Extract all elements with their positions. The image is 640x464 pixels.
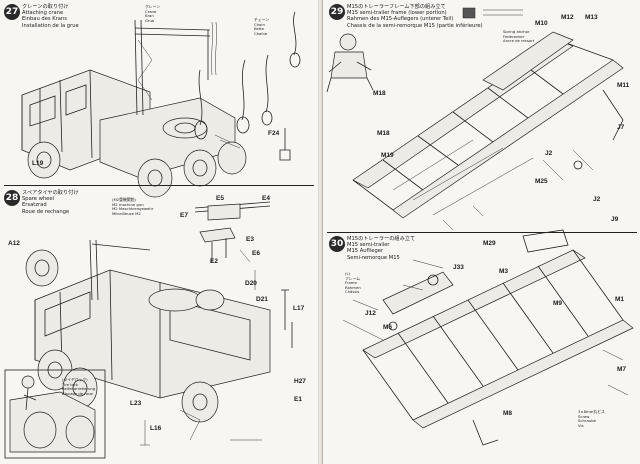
page-gutter bbox=[318, 0, 322, 464]
step-29-title: M15のトレーラーフレーム下部の組み立て M15 semi-trailer fr… bbox=[347, 4, 483, 29]
part-label-m10: M10 bbox=[535, 20, 548, 27]
part-label-d20: D20 bbox=[245, 280, 257, 287]
part-label-m19: M19 bbox=[381, 152, 394, 159]
trailer-frame-assembly-drawing bbox=[342, 229, 634, 446]
step-27-number: 27 bbox=[4, 4, 20, 20]
part-label-m7: M7 bbox=[617, 366, 627, 373]
part-label-m9: M9 bbox=[553, 300, 563, 307]
part-label-e7: E7 bbox=[180, 212, 188, 219]
frame-caption: (L) フレーム Frame Rahmen Châssis bbox=[345, 271, 361, 295]
part-label-m25: M25 bbox=[535, 178, 548, 185]
part-label-l19: L19 bbox=[32, 160, 44, 167]
part-label-l23: L23 bbox=[130, 400, 142, 407]
part-label-l16: L16 bbox=[150, 425, 162, 432]
part-label-e6: E6 bbox=[252, 250, 260, 257]
truck-crane-drawing bbox=[21, 11, 301, 198]
part-label-m8: M8 bbox=[503, 410, 513, 417]
part-label-m13: M13 bbox=[585, 14, 598, 21]
step-28-number: 28 bbox=[4, 190, 20, 206]
part-label-j2-b: J2 bbox=[593, 196, 601, 203]
part-label-e4: E4 bbox=[262, 195, 270, 202]
screw-caption: 3×8mm丸ビス Screw Schraube Vis bbox=[578, 409, 605, 428]
part-label-m1: M1 bbox=[615, 296, 625, 303]
part-label-j33: J33 bbox=[453, 264, 464, 271]
mg-caption: (M2重機関銃) M2 machine gun M2 Maschinengewe… bbox=[112, 197, 154, 216]
step-27-title: クレーンの取り付け Attaching crane Einbau des Kra… bbox=[22, 4, 79, 29]
part-label-e3: E3 bbox=[246, 236, 254, 243]
spring-anchor-caption: Spring anchor Federanker Ancre de ressor… bbox=[503, 29, 535, 44]
part-label-a12: A12 bbox=[8, 240, 20, 247]
chain-caption: チェーン Chain Kette Chaîne bbox=[254, 17, 269, 36]
step-divider bbox=[4, 185, 314, 186]
part-label-d21: D21 bbox=[256, 296, 268, 303]
truck-spare-wheel-drawing bbox=[4, 201, 293, 459]
right-page-drawings bbox=[326, 7, 634, 446]
step-28-title: スペアタイヤの取り付け Spare wheel Ersatzrad Roue d… bbox=[22, 190, 79, 215]
part-label-m18-b: M18 bbox=[377, 130, 390, 137]
left-page-drawings bbox=[4, 11, 301, 459]
part-label-m18-a: M18 bbox=[373, 90, 386, 97]
step-divider bbox=[327, 232, 637, 233]
part-label-m6: M6 bbox=[383, 324, 393, 331]
part-label-h27: H27 bbox=[294, 378, 306, 385]
part-label-m11: M11 bbox=[617, 82, 630, 89]
part-label-j12: J12 bbox=[365, 310, 376, 317]
step-29-number: 29 bbox=[329, 4, 345, 20]
part-label-m29: M29 bbox=[483, 240, 496, 247]
part-label-m3: M3 bbox=[499, 268, 509, 275]
part-label-j2-a: J2 bbox=[545, 150, 553, 157]
crane-caption: クレーン Crane Kran Grue bbox=[145, 4, 160, 23]
step-30-number: 30 bbox=[329, 236, 345, 252]
part-label-j7: J7 bbox=[617, 124, 625, 131]
instruction-page-right: 29 M15のトレーラーフレーム下部の組み立て M15 semi-trailer… bbox=[322, 0, 640, 464]
part-label-j9: J9 bbox=[611, 216, 619, 223]
part-label-l17: L17 bbox=[293, 305, 305, 312]
step-30-title: M15のトレーラーの組み立て M15 semi-trailer M15 Aufl… bbox=[347, 236, 416, 261]
part-label-e1: E1 bbox=[294, 396, 302, 403]
part-label-e2: E2 bbox=[210, 258, 218, 265]
instruction-page-left: 27 クレーンの取り付け Attaching crane Einbau des … bbox=[0, 0, 319, 464]
part-label-m12: M12 bbox=[561, 14, 574, 21]
trailer-frame-lower-drawing bbox=[326, 7, 624, 231]
tire-lock-caption: (タイヤロック) Tire lock Reifenarretierung Blo… bbox=[62, 377, 96, 396]
part-label-e5: E5 bbox=[216, 195, 224, 202]
part-label-f24: F24 bbox=[268, 130, 280, 137]
